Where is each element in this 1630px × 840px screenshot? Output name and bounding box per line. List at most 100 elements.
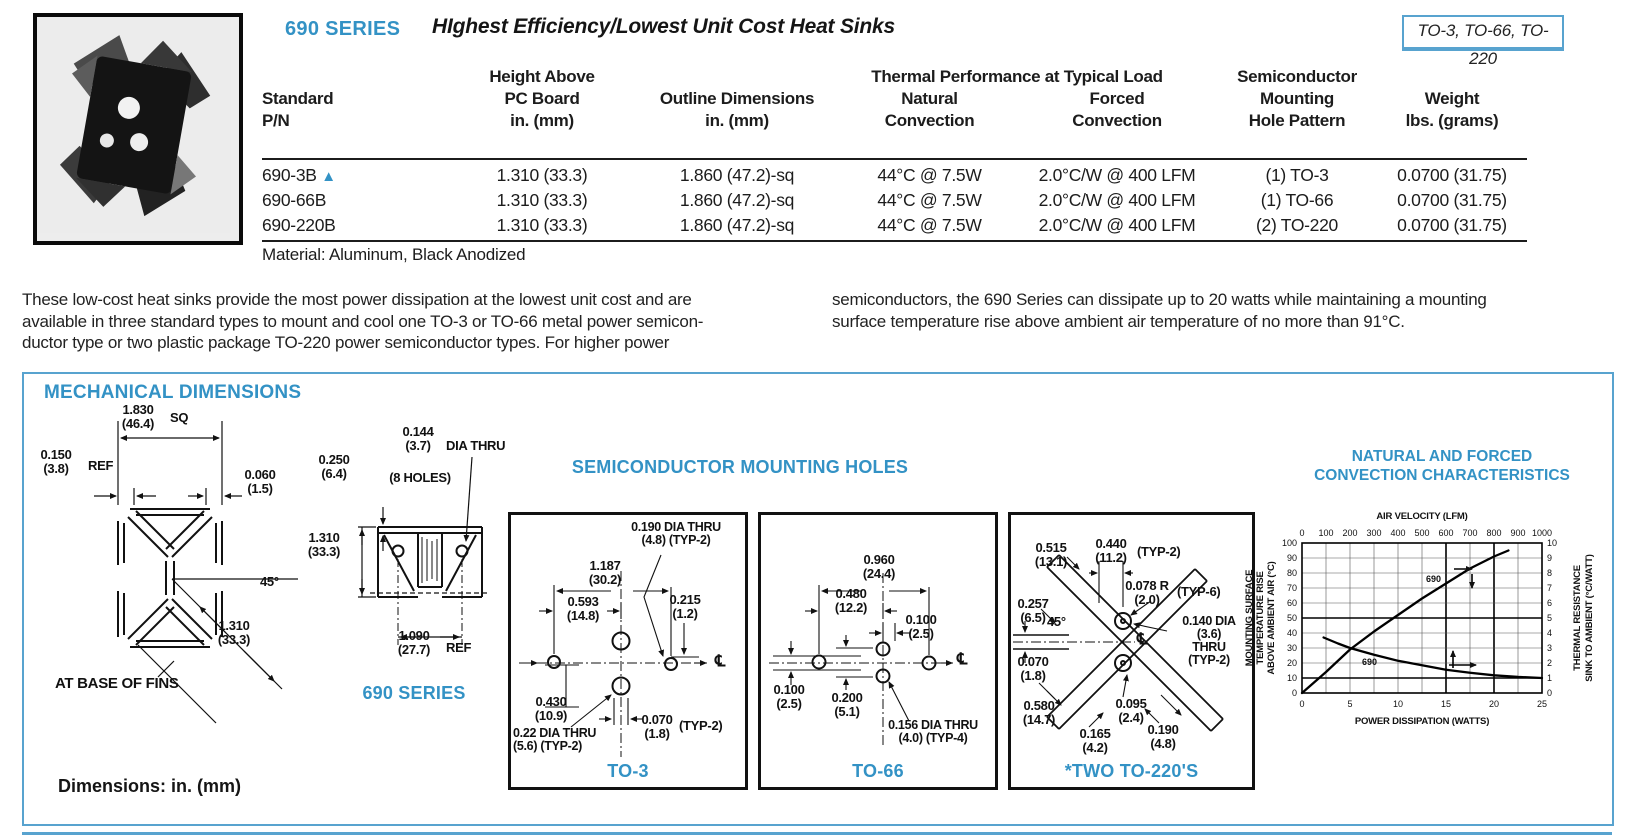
dim-label: 0.070 (1.8) [641, 712, 673, 741]
dim-label: 1.310 (33.3) [307, 530, 341, 559]
svg-text:100: 100 [1318, 528, 1333, 538]
side-view-linework [358, 456, 490, 645]
col-header-height: Height Above PC Board in. (mm) [489, 67, 595, 130]
dim-label: 1.187 (30.2) [588, 558, 622, 587]
dim-label: 0.430 (10.9) [534, 694, 568, 723]
svg-text:0: 0 [1547, 688, 1552, 698]
dim-label: 0.070 (1.8) [1017, 654, 1049, 683]
description-left: These low-cost heat sinks provide the mo… [22, 290, 704, 352]
svg-text:600: 600 [1438, 528, 1453, 538]
page-title: HIghest Efficiency/Lowest Unit Cost Heat… [432, 15, 896, 38]
dim-label: 0.165 (4.2) [1079, 726, 1111, 755]
dim-label: 1.830 (46.4) [121, 402, 155, 431]
mechanical-dimensions-heading: MECHANICAL DIMENSIONS [44, 382, 302, 403]
svg-text:0: 0 [1299, 528, 1304, 538]
dim-label: 0.140 DIA (3.6) THRU (TYP-2) [1182, 614, 1236, 667]
product-photo [33, 13, 243, 245]
dim-label: 0.960 (24.4) [862, 552, 896, 581]
dim-label: (TYP-6) [1177, 584, 1221, 599]
to220-caption: *TWO TO-220'S [1064, 761, 1199, 781]
svg-text:100: 100 [1282, 538, 1297, 548]
svg-text:300: 300 [1366, 528, 1381, 538]
svg-text:10: 10 [1393, 699, 1403, 709]
dim-label: 0.190 (4.8) [1147, 722, 1179, 751]
svg-text:TEMPERATURE RISE: TEMPERATURE RISE [1255, 571, 1266, 664]
svg-text:THERMAL RESISTANCE: THERMAL RESISTANCE [1572, 565, 1583, 671]
svg-text:70: 70 [1287, 583, 1297, 593]
dim-label: 1.090 (27.7) [397, 628, 431, 657]
dim-label: 0.22 DIA THRU (5.6) (TYP-2) [513, 726, 597, 753]
dim-label: SQ [170, 410, 189, 425]
heat-sink-photo-art [37, 17, 231, 233]
dim-label: 0.100 (2.5) [905, 612, 937, 641]
svg-text:700: 700 [1462, 528, 1477, 538]
col-header-standard-pn: Standard P/N [262, 89, 334, 130]
col-header-forced: Forced Convection [1072, 89, 1162, 130]
cell-pn: 690-3B ▲ [262, 165, 336, 185]
cross-section-linework [94, 421, 298, 724]
cell-forced: 2.0°C/W @ 400 LFM [1038, 190, 1196, 210]
cell-natural: 44°C @ 7.5W [877, 215, 982, 235]
cell-natural: 44°C @ 7.5W [877, 190, 982, 210]
dim-label: (TYP-2) [1137, 544, 1181, 559]
svg-text:SINK TO AMBIENT (°C/WATT): SINK TO AMBIENT (°C/WATT) [1584, 554, 1595, 681]
table-row: 690-220B 1.310 (33.3) 1.860 (47.2)-sq 44… [262, 213, 1527, 238]
svg-text:60: 60 [1287, 598, 1297, 608]
svg-text:ABOVE AMBIENT AIR (°C): ABOVE AMBIENT AIR (°C) [1266, 561, 1277, 674]
cell-pn: 690-220B [262, 215, 336, 235]
svg-text:500: 500 [1414, 528, 1429, 538]
svg-text:50: 50 [1287, 613, 1297, 623]
col-header-thermal-span: Thermal Performance at Typical Load [871, 67, 1163, 86]
cell-pattern: (1) TO-66 [1260, 190, 1334, 210]
side-view-caption: 690 SERIES [362, 683, 466, 703]
col-header-natural: Natural Convection [884, 89, 975, 130]
material-note: Material: Aluminum, Black Anodized [262, 245, 526, 264]
svg-text:690: 690 [1362, 657, 1377, 667]
description-right: semiconductors, the 690 Series can dissi… [832, 290, 1487, 331]
to66-hole-pattern-box: 0.960 (24.4) 0.480 (12.2) 0.100 (2.5) 0.… [758, 512, 998, 790]
svg-text:POWER DISSIPATION (WATTS): POWER DISSIPATION (WATTS) [1355, 716, 1489, 727]
svg-text:AIR VELOCITY (LFM): AIR VELOCITY (LFM) [1376, 511, 1467, 522]
col-header-mounting: Semiconductor Mounting Hole Pattern [1237, 67, 1357, 130]
svg-text:1: 1 [1547, 673, 1552, 683]
dim-label: 0.200 (5.1) [831, 690, 863, 719]
dim-label: 0.257 (6.5) [1017, 596, 1049, 625]
svg-text:MOUNTING SURFACE: MOUNTING SURFACE [1244, 570, 1255, 667]
cell-pn: 690-66B [262, 190, 327, 210]
svg-text:20: 20 [1489, 699, 1499, 709]
dim-label: 0.480 (12.2) [834, 586, 868, 615]
dim-label: 0.078 R (2.0) [1125, 578, 1169, 607]
cell-weight: 0.0700 (31.75) [1397, 165, 1507, 185]
dimensions-units-note: Dimensions: in. (mm) [58, 776, 242, 796]
to66-linework [769, 573, 953, 747]
svg-text:10: 10 [1287, 673, 1297, 683]
dim-label: DIA THRU [446, 438, 506, 453]
table-rule-bottom [262, 240, 1527, 242]
dim-label: 0.515 (13.1) [1034, 540, 1068, 569]
dim-label: 0.250 (6.4) [318, 452, 350, 481]
svg-text:40: 40 [1287, 628, 1297, 638]
svg-text:30: 30 [1287, 643, 1297, 653]
dim-label: 0.190 DIA THRU (4.8) (TYP-2) [631, 520, 721, 547]
dim-label: 0.440 (11.2) [1095, 536, 1127, 565]
dim-label: REF [446, 640, 472, 655]
mounting-holes-heading: SEMICONDUCTOR MOUNTING HOLES [571, 457, 909, 477]
series-title: 690 SERIES [285, 18, 401, 40]
dim-label: 45° [1047, 614, 1066, 629]
to3-linework [519, 554, 707, 757]
col-header-weight: Weight lbs. (grams) [1405, 89, 1499, 130]
cell-height: 1.310 (33.3) [496, 215, 588, 235]
triangle-marker: ▲ [321, 168, 336, 185]
side-view-diagram: 0.250 (6.4) 0.144 (3.7) DIA THRU (8 HOLE… [300, 415, 528, 720]
package-types-badge: TO-3, TO-66, TO-220 [1402, 15, 1564, 68]
to66-caption: TO-66 [852, 761, 904, 781]
cell-outline: 1.860 (47.2)-sq [679, 215, 795, 235]
svg-text:90: 90 [1287, 553, 1297, 563]
cell-outline: 1.860 (47.2)-sq [679, 165, 795, 185]
svg-text:690: 690 [1426, 574, 1441, 584]
cell-pattern: (2) TO-220 [1256, 215, 1338, 235]
dim-label: 0.144 (3.7) [402, 424, 434, 453]
svg-text:7: 7 [1547, 583, 1552, 593]
next-section-border [22, 832, 1612, 835]
